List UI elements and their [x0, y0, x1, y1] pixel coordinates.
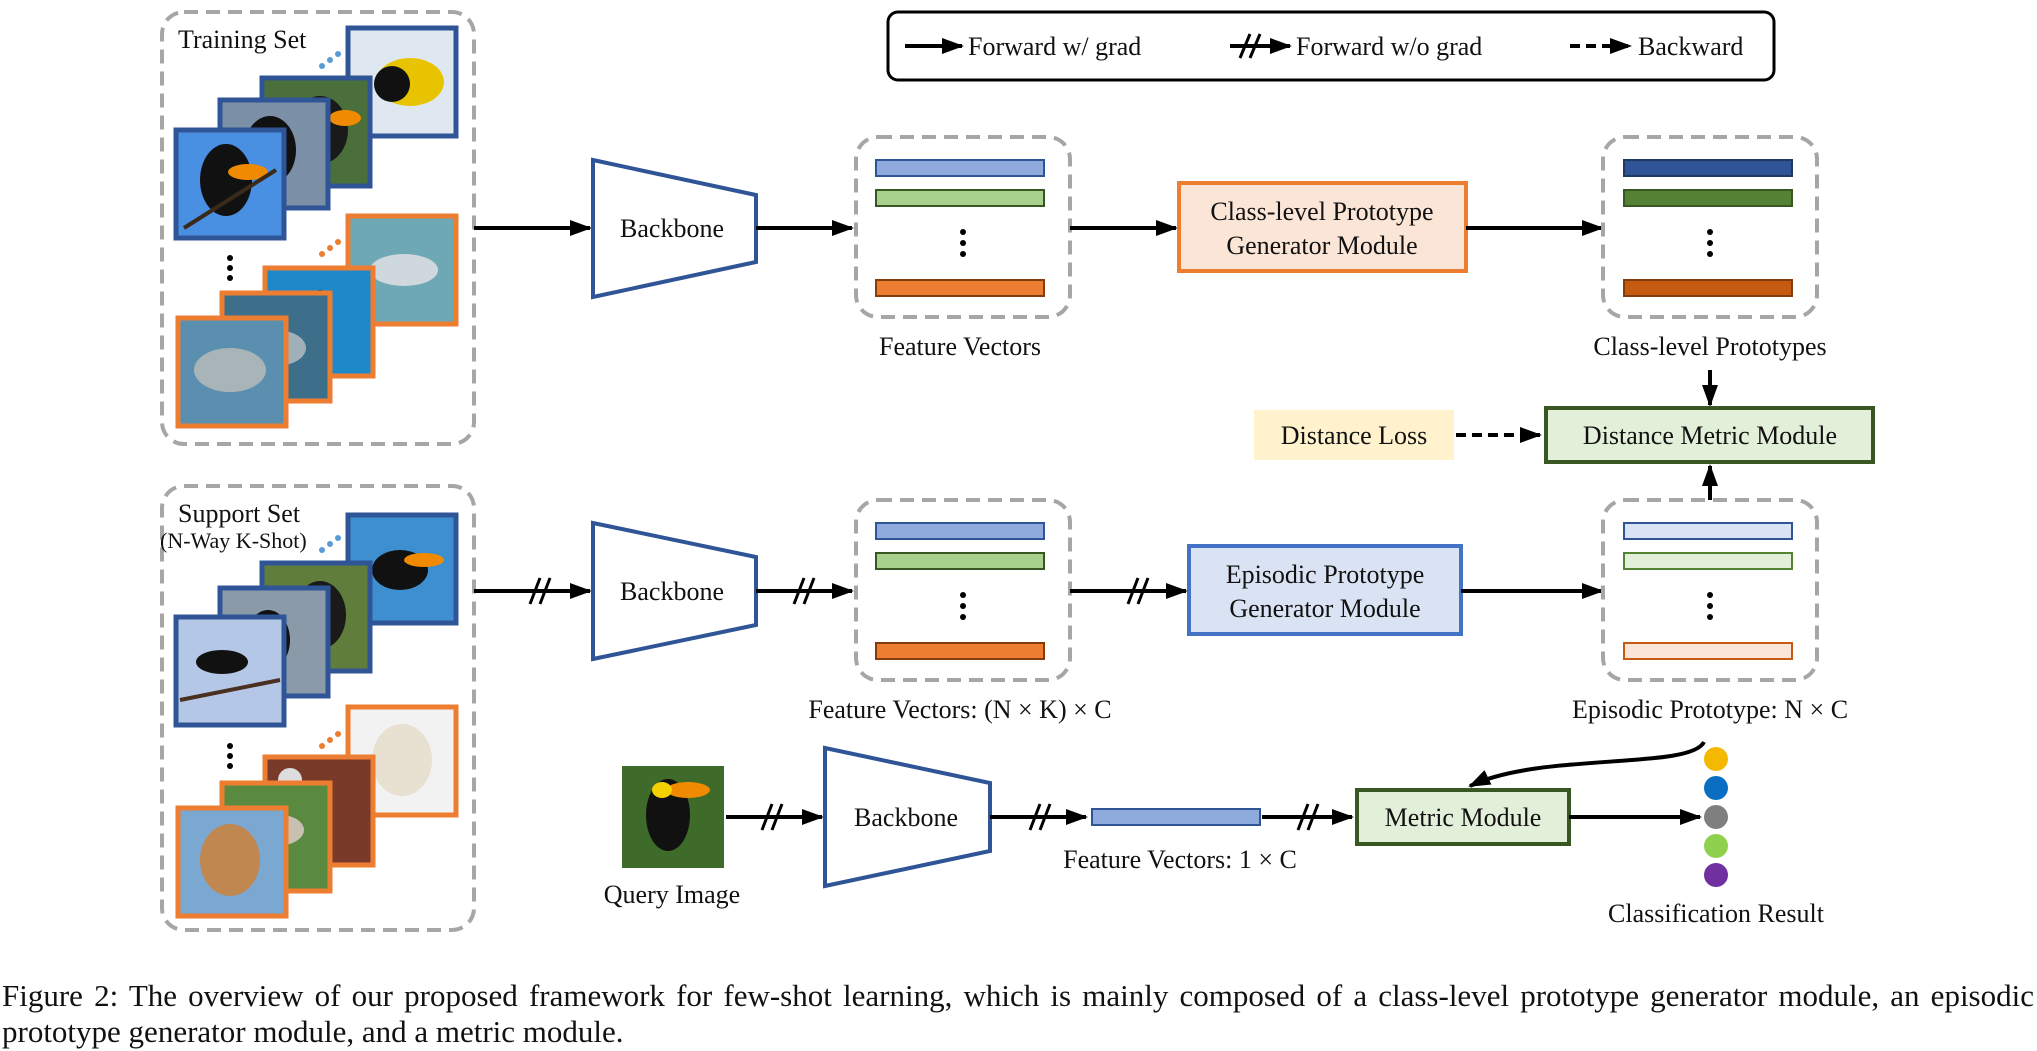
metric-module-label: Metric Module [1385, 803, 1542, 832]
result-dot-4 [1704, 834, 1728, 858]
backbone-support-label: Backbone [620, 577, 724, 606]
episodic-prototype-generator-module: Episodic Prototype Generator Module [1187, 544, 1463, 636]
result-dot-1 [1704, 747, 1728, 771]
class-level-prototypes [1601, 135, 1819, 319]
backbone-training: Backbone [591, 157, 758, 300]
arrow-query-to-backbone [726, 803, 824, 831]
legend-forward-grad-label: Forward w/ grad [968, 32, 1141, 61]
class-level-prototypes-label: Class-level Prototypes [1593, 332, 1826, 361]
classification-result-label: Classification Result [1608, 899, 1825, 928]
episodic-prototypes [1601, 498, 1819, 682]
arrow-backbone-to-features-support [756, 577, 854, 605]
episodic-generator-line2: Generator Module [1229, 594, 1420, 623]
arrow-support-to-backbone [474, 577, 592, 605]
classification-result-dots [1704, 747, 1728, 887]
training-toucan-images [173, 25, 459, 241]
backbone-query: Backbone [823, 745, 992, 889]
query-image [622, 766, 724, 868]
metric-module: Metric Module [1355, 788, 1571, 846]
caption-prefix: Figure 2: [2, 978, 119, 1013]
legend-forward-nograd-arrow-icon [1230, 33, 1292, 59]
query-feature-vector [1091, 808, 1261, 826]
episodic-prototype-label: Episodic Prototype: N × C [1572, 695, 1848, 724]
legend-forward-nograd-label: Forward w/o grad [1296, 32, 1482, 61]
caption-text: The overview of our proposed framework f… [2, 978, 2034, 1049]
support-set-sublabel: (N-Way K-Shot) [160, 528, 307, 553]
arrow-features-to-episodic-generator [1070, 577, 1188, 605]
support-dog-images [175, 704, 459, 919]
distance-metric-label: Distance Metric Module [1583, 421, 1837, 450]
query-image-label: Query Image [604, 880, 740, 909]
feature-vectors-support [854, 498, 1072, 682]
training-manatee-images [175, 213, 459, 429]
arrow-backbone-to-query-feature [990, 803, 1088, 831]
figure-caption: Figure 2: The overview of our proposed f… [2, 978, 2034, 1050]
training-set-group: Training Set [160, 10, 476, 446]
backbone-query-label: Backbone [854, 803, 958, 832]
class-generator-line1: Class-level Prototype [1210, 197, 1433, 226]
distance-metric-module: Distance Metric Module [1544, 406, 1875, 464]
backbone-training-label: Backbone [620, 214, 724, 243]
arrow-prototype-to-metric [1468, 740, 1706, 788]
support-set-label: Support Set [178, 499, 301, 528]
legend: Forward w/ grad Forward w/o grad Backwar… [886, 10, 1776, 82]
backbone-support: Backbone [591, 520, 758, 662]
distance-loss: Distance Loss [1254, 410, 1454, 460]
feature-vectors-training [854, 135, 1072, 319]
result-dot-5 [1704, 863, 1728, 887]
legend-backward-label: Backward [1638, 32, 1743, 61]
support-ellipsis-icon [227, 743, 233, 769]
arrow-query-feature-to-metric [1262, 803, 1354, 831]
result-dot-3 [1704, 805, 1728, 829]
training-set-label: Training Set [178, 25, 307, 54]
episodic-generator-line1: Episodic Prototype [1226, 560, 1425, 589]
class-generator-line2: Generator Module [1226, 231, 1417, 260]
support-toucan-images [173, 512, 459, 728]
feature-vectors-support-label: Feature Vectors: (N × K) × C [808, 695, 1111, 724]
training-ellipsis-icon [227, 255, 233, 281]
class-level-prototype-generator-module: Class-level Prototype Generator Module [1177, 181, 1468, 273]
feature-vectors-query-label: Feature Vectors: 1 × C [1063, 845, 1297, 874]
result-dot-2 [1704, 776, 1728, 800]
feature-vectors-training-label: Feature Vectors [879, 332, 1041, 361]
distance-loss-label: Distance Loss [1281, 421, 1428, 450]
support-set-group: Support Set (N-Way K-Shot) [160, 484, 476, 932]
